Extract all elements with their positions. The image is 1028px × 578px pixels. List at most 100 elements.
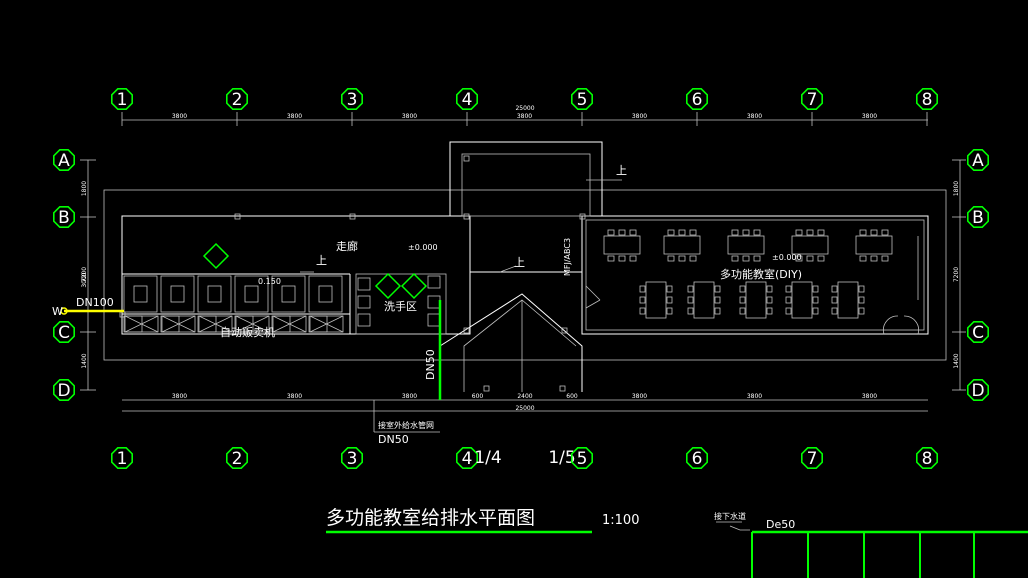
grid-bottom-9-label: 7 (807, 449, 818, 469)
chair (629, 255, 637, 262)
grid-top-8: 8 (915, 88, 939, 110)
chair (667, 229, 675, 236)
chair (817, 229, 825, 236)
dim-bottom-span-7: 3800 (632, 393, 647, 400)
grid-bottom-4: 4 (455, 446, 479, 470)
chair (714, 296, 721, 304)
legend-table: 接下水道 De50 (714, 511, 1028, 578)
chair (806, 255, 814, 262)
vending-slot (123, 315, 143, 333)
classroom-table (603, 235, 641, 255)
grid-left-b: B (52, 206, 75, 228)
vending-label: 自动贩卖机 (220, 325, 275, 339)
pipe-w-label: W (52, 305, 63, 318)
toilet-fixture (207, 285, 222, 303)
chair (753, 229, 761, 236)
grid-top-3-label: 3 (347, 90, 358, 110)
chair (739, 296, 746, 304)
chair (739, 285, 746, 293)
grid-top-6-label: 6 (692, 90, 703, 110)
chair (881, 229, 889, 236)
grid-bottom-6: 1/5 (548, 448, 575, 468)
chair (785, 285, 792, 293)
classroom-tables (603, 229, 893, 319)
chair (667, 255, 675, 262)
chair (689, 229, 697, 236)
outdoor-pipe-label: 接室外给水管网 (378, 420, 434, 430)
chair (666, 307, 673, 315)
grid-right-c-label: C (972, 323, 984, 343)
dim-right-3: 1400 (953, 353, 960, 368)
chair (817, 255, 825, 262)
chair (714, 285, 721, 293)
grid-right-d: D (966, 378, 990, 402)
dim-right-2: 7200 (953, 267, 960, 282)
grid-bottom-9: 7 (800, 446, 824, 470)
grid-bottom-4-label: 4 (462, 449, 473, 469)
grid-top-8-label: 8 (922, 90, 933, 110)
chair (795, 255, 803, 262)
chair (812, 296, 819, 304)
vending-slot (271, 315, 291, 333)
grid-right-a-label: A (972, 151, 984, 171)
toilet-fixture (244, 285, 259, 303)
chair (639, 285, 646, 293)
grid-top-6: 6 (685, 88, 709, 110)
grid-bottom-10-label: 8 (922, 449, 933, 469)
dim-bottom-span-9: 3800 (862, 393, 877, 400)
chair (678, 255, 686, 262)
dim-top-span-6: 3800 (747, 113, 762, 120)
chair (739, 307, 746, 315)
chair (795, 229, 803, 236)
grid-bottom-1-label: 1 (117, 449, 128, 469)
chair (687, 307, 694, 315)
chair (639, 296, 646, 304)
grid-bottom-5: 1/4 (474, 448, 501, 468)
corridor-label: 走廊 (336, 239, 358, 253)
grid-top-7: 7 (800, 88, 824, 110)
chair (812, 285, 819, 293)
grid-top-2: 2 (226, 88, 248, 110)
up-label-3: 上 (514, 256, 525, 269)
dimension-frame: 25000 25000 (87, 105, 961, 412)
classroom-table (693, 281, 715, 319)
chair (639, 307, 646, 315)
dim-top-span-7: 3800 (862, 113, 877, 120)
grid-left-a-label: A (58, 151, 70, 171)
grid-top-7-label: 7 (807, 90, 818, 110)
title-text: 多功能教室给排水平面图 (326, 507, 535, 529)
grid-left-d-label: D (57, 381, 70, 401)
toilet-fixture (281, 285, 296, 303)
toilet-fixtures (123, 275, 344, 333)
toilet-stall (234, 275, 269, 313)
chair (714, 307, 721, 315)
chair (870, 255, 878, 262)
dim-bottom-span-3: 3800 (402, 393, 417, 400)
dim-top-span-3: 3800 (402, 113, 417, 120)
dim-top-span-2: 3800 (287, 113, 302, 120)
classroom-table (791, 281, 813, 319)
chair (742, 229, 750, 236)
grid-bottom-8: 6 (685, 446, 709, 470)
toilet-stall (123, 275, 158, 313)
grid-top-4-label: 4 (462, 90, 473, 110)
vending-slot (197, 315, 217, 333)
vertical-tag-label: MFJ/ABC3 (563, 238, 572, 276)
chair (742, 255, 750, 262)
chair (687, 285, 694, 293)
chair (831, 296, 838, 304)
dn50-bottom-label: DN50 (378, 433, 409, 446)
chair (618, 255, 626, 262)
grid-left-b-label: B (58, 208, 70, 228)
chair (859, 229, 867, 236)
dim-bottom-span-1: 3800 (172, 393, 187, 400)
chair (831, 307, 838, 315)
grid-right-c: C (966, 320, 990, 344)
dim-bottom-span-4: 600 (472, 393, 484, 400)
classroom-table (855, 235, 893, 255)
dim-left-3: 3000 (81, 272, 88, 287)
chair (689, 255, 697, 262)
